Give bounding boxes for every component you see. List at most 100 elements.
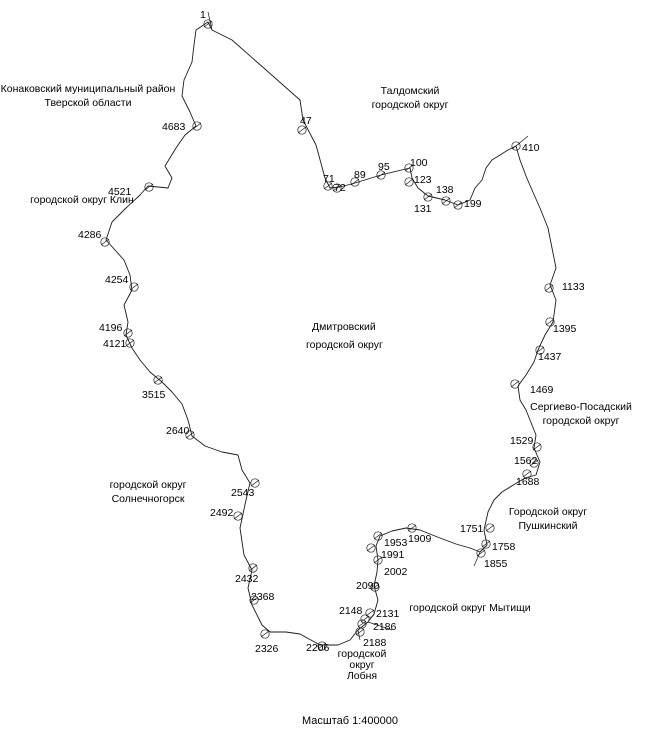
- point-label-1991: 1991: [381, 549, 405, 561]
- neighbor-label-konakovo-2: Тверской области: [45, 97, 132, 109]
- point-marker-2326: [260, 629, 270, 639]
- point-tick-100: [404, 164, 414, 172]
- point-label-138: 138: [436, 184, 454, 196]
- point-tick-2543: [250, 479, 260, 487]
- point-tick-4121: [125, 339, 135, 347]
- point-marker-100: [404, 163, 414, 173]
- point-marker-1395: [545, 317, 555, 327]
- point-label-1751: 1751: [460, 523, 484, 535]
- point-marker-1855: [476, 548, 486, 558]
- point-tick-410: [511, 142, 521, 150]
- point-tick-1529: [532, 443, 542, 451]
- point-tick-1: [203, 20, 213, 28]
- point-marker-1133: [544, 283, 554, 293]
- point-marker-1688: [522, 469, 532, 479]
- point-marker-4521: [144, 182, 154, 192]
- point-label-1562: 1562: [514, 455, 538, 467]
- neighbor-label-klin-1: городской округ Клин: [30, 194, 134, 206]
- point-label-2492: 2492: [210, 507, 234, 519]
- point-label-4121: 4121: [103, 338, 127, 350]
- point-marker-1758: [481, 539, 491, 549]
- point-label-123: 123: [414, 174, 432, 186]
- point-marker-2131: [365, 608, 375, 618]
- point-tick-1437: [535, 346, 545, 354]
- point-label-1469: 1469: [530, 384, 554, 396]
- point-tick-2640: [185, 431, 195, 439]
- point-marker-4286: [100, 237, 110, 247]
- point-label-2206: 2206: [306, 642, 330, 654]
- point-label-1: 1: [200, 9, 206, 21]
- point-marker-1469: [510, 379, 520, 389]
- point-marker-199: [453, 200, 463, 210]
- point-tick-2002: [373, 556, 383, 564]
- neighbor-label-lobnya-1: городской: [338, 648, 387, 660]
- point-tick-4521: [144, 183, 154, 191]
- point-label-2131: 2131: [376, 608, 400, 620]
- point-label-2090: 2090: [356, 580, 380, 592]
- point-tick-1909: [407, 524, 417, 532]
- district-label-2: городской округ: [306, 339, 383, 351]
- point-label-1688: 1688: [516, 476, 540, 488]
- point-tick-2188: [355, 628, 365, 636]
- point-label-2368: 2368: [251, 591, 275, 603]
- point-tick-47: [297, 126, 307, 134]
- point-label-131: 131: [414, 203, 432, 215]
- point-tick-1395: [545, 318, 555, 326]
- neighbor-label-taldom-1: Талдомский: [381, 85, 440, 97]
- point-tick-4254: [129, 283, 139, 291]
- point-marker-2188: [355, 627, 365, 637]
- point-tick-2492: [233, 512, 243, 520]
- point-tick-2131: [365, 609, 375, 617]
- point-marker-4121: [125, 338, 135, 348]
- district-boundary: [105, 21, 557, 646]
- point-tick-123: [404, 178, 414, 186]
- point-label-2148: 2148: [339, 605, 363, 617]
- point-marker-410: [511, 141, 521, 151]
- point-marker-2640: [185, 430, 195, 440]
- neighbor-label-konakovo-1: Конаковский муниципальный район: [1, 83, 176, 95]
- point-label-47: 47: [300, 115, 312, 127]
- neighbor-label-pushkino-2: Пушкинский: [518, 520, 577, 532]
- point-marker-2206: [317, 641, 327, 651]
- point-marker-2148: [360, 614, 370, 624]
- neighbor-label-solnech-1: городской округ: [110, 479, 187, 491]
- point-tick-3515: [153, 376, 163, 384]
- point-tick-1855: [476, 549, 486, 557]
- point-label-1953: 1953: [384, 537, 408, 549]
- point-label-2002: 2002: [384, 566, 408, 578]
- point-tick-2326: [260, 630, 270, 638]
- point-marker-89: [350, 177, 360, 187]
- point-marker-2432: [248, 563, 258, 573]
- point-tick-1133: [544, 284, 554, 292]
- neighbor-label-pushkino-1: Городской округ: [509, 506, 587, 518]
- point-marker-1437: [535, 345, 545, 355]
- point-label-2543: 2543: [231, 487, 255, 499]
- point-marker-1562: [529, 458, 539, 468]
- point-tick-2186: [357, 620, 367, 628]
- point-label-4286: 4286: [78, 229, 102, 241]
- point-tick-72: [332, 184, 342, 192]
- point-marker-131: [423, 192, 433, 202]
- point-marker-4683: [192, 121, 202, 131]
- point-label-71: 71: [323, 173, 335, 185]
- point-marker-2002: [373, 555, 383, 565]
- point-marker-138: [441, 196, 451, 206]
- point-marker-2368: [249, 595, 259, 605]
- point-marker-1751: [485, 523, 495, 533]
- point-marker-1: [203, 19, 213, 29]
- neighbor-label-sergiev-2: городской округ: [543, 415, 620, 427]
- point-tick-2368: [249, 596, 259, 604]
- point-tick-1953: [373, 532, 383, 540]
- point-label-1437: 1437: [538, 351, 562, 363]
- point-tick-1469: [510, 380, 520, 388]
- point-tick-2206: [317, 642, 327, 650]
- point-marker-4196: [123, 328, 133, 338]
- point-label-1133: 1133: [562, 281, 585, 293]
- point-label-95: 95: [378, 161, 390, 173]
- point-marker-71: [323, 181, 333, 191]
- point-marker-72: [332, 183, 342, 193]
- point-tick-89: [350, 178, 360, 186]
- point-tick-2148: [360, 615, 370, 623]
- point-tick-71: [323, 182, 333, 190]
